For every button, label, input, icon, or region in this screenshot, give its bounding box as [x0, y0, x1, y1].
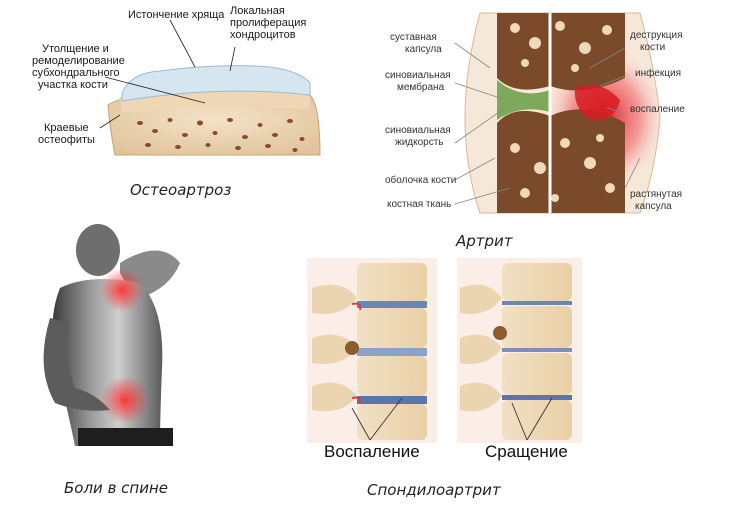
upper-bone [497, 13, 625, 91]
label-edge-2: остеофиты [38, 134, 95, 146]
caption-osteoarthrosis: Остеоартроз [130, 181, 232, 199]
arthritis-illustration: суставная капсула синовиальная мембрана … [385, 12, 685, 214]
label-thick-3: субхондрального [32, 67, 120, 79]
label-inflammation-spine: Воспаление [324, 442, 420, 461]
left-spine [307, 258, 437, 443]
back-pain-illustration [43, 224, 180, 446]
spondyloarthritis-illustration: Воспаление Сращение [307, 258, 582, 461]
caption-spondyloarthritis: Спондилоартрит [367, 481, 501, 499]
label-thinning: Истончение хряща [128, 9, 225, 21]
label-stretched-2: капсула [635, 201, 672, 212]
label-edge-1: Краевые [44, 122, 89, 134]
label-destruction-1: деструкция [630, 30, 683, 41]
label-thick-2: ремоделирование [32, 55, 125, 67]
label-local-3: хондроцитов [230, 29, 296, 41]
label-destruction-2: кости [640, 42, 665, 53]
head-shape [76, 224, 120, 276]
label-stretched-1: растянутая [630, 189, 682, 200]
label-local-1: Локальная [230, 5, 285, 17]
synovial-membrane [497, 80, 550, 120]
label-periosteum: оболочка кости [385, 174, 456, 186]
label-capsule-2: капсула [405, 44, 442, 55]
lower-bone [497, 109, 625, 213]
right-spine [457, 258, 582, 443]
label-fluid-2: жидкорсть [395, 137, 444, 148]
label-membrane-2: мембрана [397, 81, 445, 93]
caption-back-pain: Боли в спине [64, 479, 169, 497]
label-capsule-1: суставная [390, 32, 437, 43]
label-thick-1: Утолщение и [42, 43, 109, 55]
osteoarthrosis-illustration: Истончение хряща Локальная пролиферация … [32, 5, 321, 156]
label-bone-tissue: костная ткань [387, 199, 451, 210]
caption-arthritis: Артрит [456, 232, 513, 250]
label-thick-4: участка кости [38, 79, 108, 91]
label-membrane-1: синовиальная [385, 70, 451, 81]
label-local-2: пролиферация [230, 17, 306, 29]
label-infection: инфекция [635, 67, 681, 79]
subchondral-layer [120, 90, 310, 113]
label-fusion-spine: Сращение [485, 442, 568, 461]
cartilage-layer [121, 65, 311, 102]
label-fluid-1: синовиальная [385, 125, 451, 136]
label-inflammation: воспаление [630, 104, 685, 115]
